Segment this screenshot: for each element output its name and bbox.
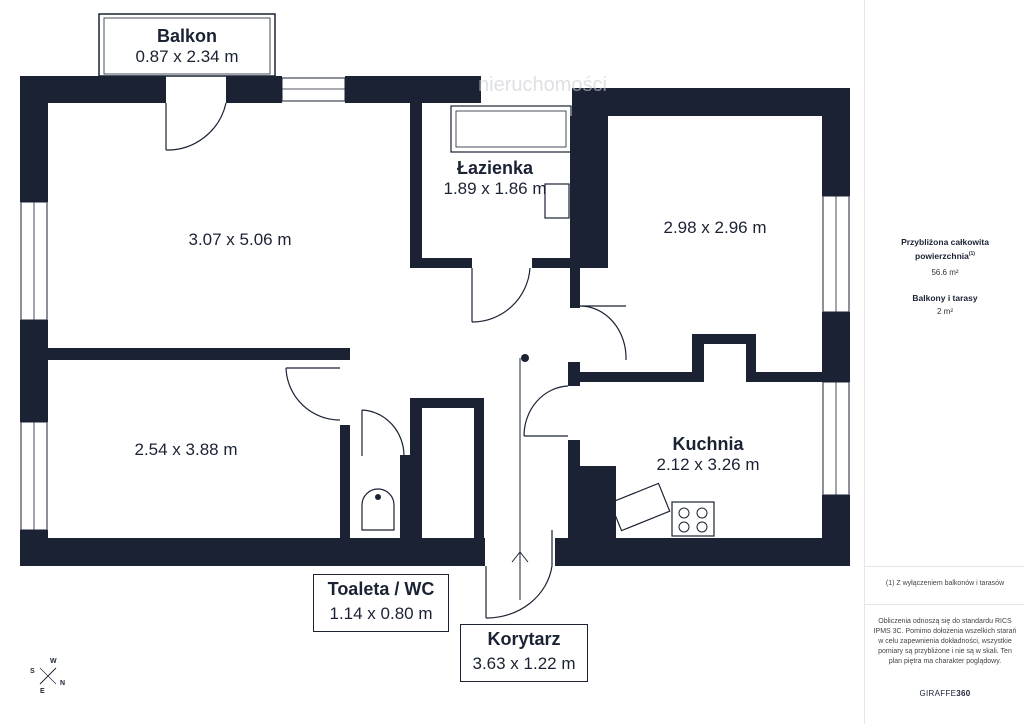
kitchen-sink — [609, 482, 671, 532]
bathroom-sink — [544, 183, 570, 219]
wall-bottom-right — [555, 538, 850, 566]
room-toilet-title: Toaleta / WC — [327, 579, 435, 599]
brand-logo: GIRAFFE360 — [865, 689, 1024, 698]
room-bedroom-small-dims: 2.54 x 3.88 m — [134, 440, 238, 459]
compass-s: S — [30, 668, 35, 675]
wall-bedroom-split — [48, 348, 350, 360]
wall-top-mid2 — [345, 76, 481, 103]
info-panel: Przybliżona całkowita powierzchnia(1) 56… — [864, 0, 1024, 724]
compass-n: N — [60, 680, 66, 687]
floor-plan-drawing — [20, 13, 850, 619]
wall-kitchen-left — [568, 440, 580, 538]
room-corridor-label: Korytarz 3.63 x 1.22 m — [460, 624, 588, 682]
wall-closet-right — [474, 398, 484, 538]
room-balkon: Balkon 0.87 x 2.34 m — [100, 26, 274, 67]
wall-left-mid — [20, 320, 48, 422]
compass-w: W — [50, 658, 57, 665]
room-balkon-dims: 0.87 x 2.34 m — [135, 47, 239, 66]
wall-bath-bottom-left — [410, 258, 472, 268]
room-bedroom-large-dims: 3.07 x 5.06 m — [188, 230, 292, 249]
door-bedroom-small — [285, 367, 341, 421]
balcony-outline — [98, 13, 276, 77]
wall-bath-left — [410, 103, 422, 268]
wall-corridor-right-stub — [570, 268, 580, 308]
brand-prefix: GIRAFFE — [919, 689, 957, 698]
room-toilet-label: Toaleta / WC 1.14 x 0.80 m — [313, 574, 449, 632]
wall-bottom-left — [20, 538, 485, 566]
room-corridor-dims: 3.63 x 1.22 m — [472, 654, 576, 673]
room-balkon-title: Balkon — [156, 26, 217, 46]
toilet-bowl — [361, 488, 395, 531]
door-kitchen — [523, 385, 569, 437]
bathtub — [450, 105, 572, 153]
brand-suffix: 360 — [956, 689, 971, 698]
door-wc — [361, 409, 405, 457]
area-title-line1: Przybliżona całkowita — [901, 237, 989, 247]
balcony-value: 2 m² — [937, 307, 953, 316]
area-title: Przybliżona całkowita powierzchnia(1) — [865, 236, 1024, 262]
footnote-text: (1) Z wyłączeniem balkonów i tarasów — [885, 580, 1005, 587]
wall-right-mid — [822, 312, 850, 382]
watermark-text: nieruchomości — [478, 74, 607, 96]
wall-kitchen-top-e — [746, 372, 826, 382]
wall-left-upper — [20, 76, 48, 202]
wall-wc-right — [400, 455, 410, 538]
balcony-title: Balkony i tarasy — [912, 293, 978, 303]
room-toilet-dims: 1.14 x 0.80 m — [329, 604, 433, 623]
room-kitchen: Kuchnia 2.12 x 3.26 m — [625, 434, 791, 475]
room-bathroom-title: Łazienka — [456, 158, 534, 178]
room-bathroom-dims: 1.89 x 1.86 m — [443, 179, 547, 198]
wall-kitchen-block — [580, 466, 616, 538]
wall-right-upper — [822, 88, 850, 196]
window-top — [281, 77, 346, 102]
compass-arrow-icon — [39, 667, 57, 685]
wall-kitchen-top-c — [692, 334, 754, 344]
room-kitchen-dims: 2.12 x 3.26 m — [656, 455, 760, 474]
door-bathroom — [471, 267, 531, 323]
area-title-line2: powierzchnia — [915, 250, 969, 261]
stove — [671, 501, 715, 537]
wall-kitchen-top-d — [746, 334, 756, 382]
wall-bath-right — [570, 116, 608, 268]
wall-closet-top — [410, 398, 482, 408]
wall-top-right — [572, 88, 850, 116]
wall-right-lower — [822, 495, 850, 566]
room-kitchen-title: Kuchnia — [672, 434, 744, 454]
wall-top-mid — [226, 76, 282, 103]
room-corridor-title: Korytarz — [487, 629, 561, 649]
wall-kitchen-top-b — [692, 334, 704, 382]
compass-e: E — [40, 688, 45, 695]
wall-kitchen-top-a — [580, 372, 695, 382]
wall-bath-bottom-right — [532, 258, 580, 268]
wall-kitchen-left-top — [568, 362, 580, 386]
door-bedroom-right — [579, 305, 627, 361]
wall-closet-left — [410, 398, 422, 538]
room-bathroom: Łazienka 1.89 x 1.86 m — [420, 158, 570, 199]
wall-wc-left — [340, 425, 350, 538]
room-bedroom-right-dims: 2.98 x 2.96 m — [663, 218, 767, 237]
disclaimer-text: Obliczenia odnoszą się do standardu RICS… — [873, 618, 1017, 665]
area-value: 56.6 m² — [931, 268, 959, 277]
area-footnote-mark: (1) — [968, 251, 975, 257]
door-balcony — [165, 102, 227, 151]
door-entrance — [485, 565, 553, 619]
